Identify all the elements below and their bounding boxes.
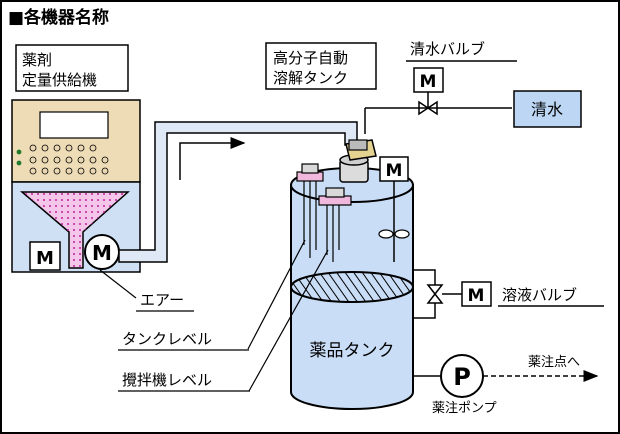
outlet-label: 薬注点へ: [528, 355, 580, 370]
freshwater-valve-motor: M: [413, 67, 444, 93]
air-callout-label: エアー: [140, 291, 184, 309]
feeder-blower-motor: M: [84, 234, 120, 270]
dissolver-motor-box: M: [379, 156, 409, 182]
solution-valve-icon: [426, 284, 444, 304]
dissolver-label-line2: 溶解タンク: [273, 69, 348, 87]
dissolver-motor-symbol: M: [386, 161, 403, 181]
chem-tank-label: 薬品タンク: [310, 341, 395, 361]
dissolver-label-box: 高分子自動 溶解タンク: [265, 42, 377, 90]
tank-liquid-surface: [290, 271, 414, 303]
feeder-label-line1: 薬剤: [22, 51, 52, 69]
pump-symbol: P: [453, 363, 471, 391]
tank-level-callout-line: [247, 239, 306, 350]
freshwater-label: 清水: [531, 100, 563, 119]
chem-tank: 薬品タンク: [290, 167, 414, 410]
air-callout-line: [99, 269, 137, 299]
agitator-level-callout-line: [248, 249, 329, 392]
agitator-level-probe: [318, 187, 352, 262]
freshwater-valve-label: 清水バルブ: [410, 40, 485, 58]
feeder-unit: M M: [11, 99, 141, 273]
feeder-button-grid: [29, 144, 109, 175]
feeder-motor-box: M: [29, 241, 61, 271]
feeder-leds: [16, 149, 22, 166]
freshwater-box: 清水: [513, 90, 582, 128]
feeder-blower-symbol: M: [92, 241, 112, 265]
air-flow-arrow: [179, 137, 246, 180]
feeder-label-box: 薬剤 定量供給機: [15, 44, 129, 92]
feeder-display: [39, 111, 109, 139]
feeder-hopper-dots: [24, 193, 126, 267]
dissolver-head: [339, 139, 377, 183]
agitator-level-callout-label: 攪拌機レベル: [122, 371, 212, 389]
dosing-pump: P: [440, 354, 484, 398]
tank-level-probe: [296, 163, 324, 258]
feeder-motor-symbol: M: [36, 248, 54, 269]
solution-valve-motor-symbol: M: [468, 286, 485, 306]
freshwater-valve-motor-symbol: M: [420, 72, 437, 92]
tank-level-callout-label: タンクレベル: [122, 330, 212, 348]
page-title: ■各機器名称: [8, 7, 109, 28]
dissolver-label-line1: 高分子自動: [273, 49, 348, 67]
solution-valve-label: 溶液バルブ: [502, 286, 577, 304]
air-pipe: [118, 121, 358, 263]
pump-label: 薬注ポンプ: [432, 401, 497, 416]
solution-valve-motor: M: [461, 281, 492, 307]
agitator-impeller: [378, 229, 410, 239]
feeder-label-line2: 定量供給機: [22, 71, 97, 89]
